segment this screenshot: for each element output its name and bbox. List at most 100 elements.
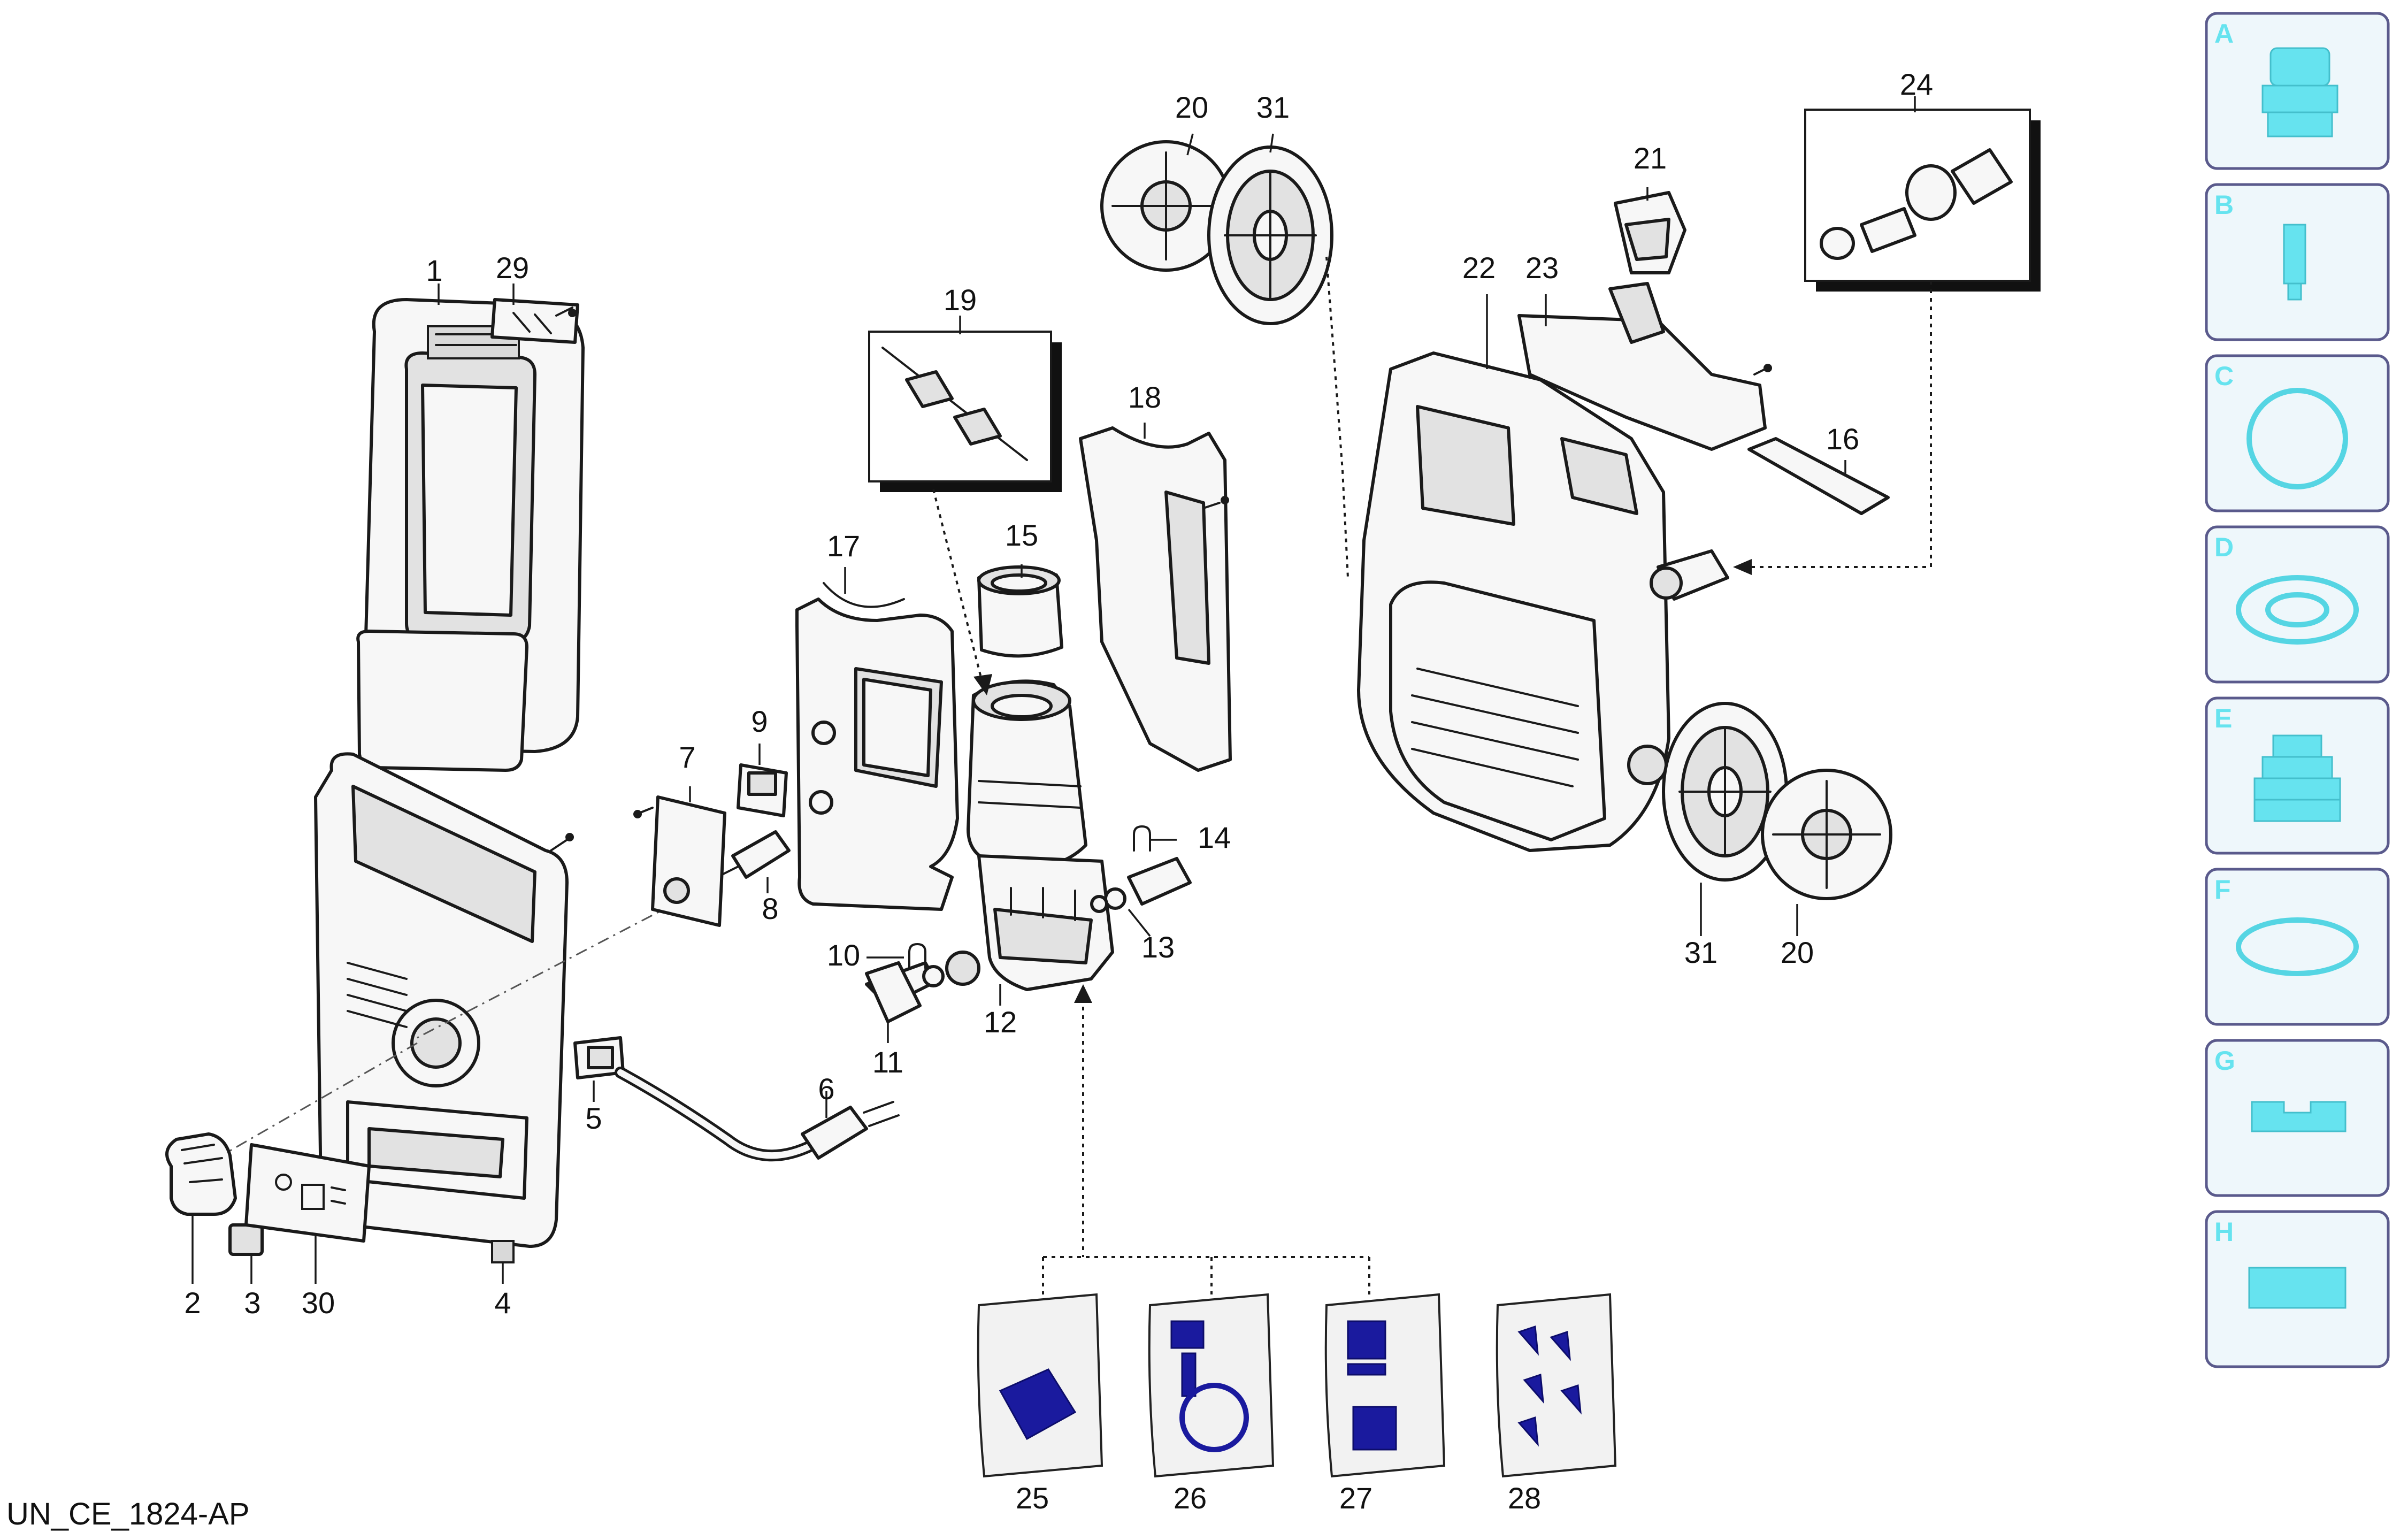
side-panel: A B C D bbox=[2205, 12, 2390, 1368]
side-card-a[interactable]: A bbox=[2205, 12, 2390, 170]
gasket-icon bbox=[2236, 917, 2359, 976]
callout-23: 23 bbox=[1525, 251, 1559, 285]
callout-7: 7 bbox=[679, 740, 695, 774]
axle-guide-line bbox=[1325, 256, 1349, 578]
handle-bracket-part[interactable] bbox=[1517, 282, 1772, 451]
motor-cap-part[interactable] bbox=[977, 565, 1063, 658]
flat-block-icon bbox=[2248, 1267, 2347, 1309]
callout-15: 15 bbox=[1005, 518, 1038, 552]
motor-housing-part[interactable] bbox=[795, 582, 959, 911]
arrow-icon bbox=[1074, 984, 1092, 1003]
handle-clip-part[interactable] bbox=[490, 298, 579, 344]
side-card-e[interactable]: E bbox=[2205, 696, 2390, 855]
brush-kit-box[interactable] bbox=[868, 331, 1062, 492]
kit-bag-27[interactable] bbox=[1324, 1293, 1446, 1478]
strip-part[interactable] bbox=[1747, 437, 1890, 515]
wheel-top-part[interactable] bbox=[1207, 145, 1333, 325]
callout-14: 14 bbox=[1198, 821, 1231, 854]
callout-31-top: 31 bbox=[1256, 90, 1290, 124]
callout-19: 19 bbox=[944, 283, 977, 317]
side-card-letter: F bbox=[2214, 875, 2231, 905]
main-chassis-part[interactable] bbox=[1357, 351, 1670, 852]
motor-cover-part[interactable] bbox=[1079, 426, 1232, 772]
outlet-connector-part[interactable] bbox=[1090, 857, 1192, 913]
callout-leaders bbox=[191, 96, 1916, 1284]
side-card-letter: H bbox=[2214, 1217, 2234, 1247]
side-card-letter: D bbox=[2214, 532, 2234, 562]
side-card-letter: E bbox=[2214, 703, 2232, 733]
slotted-block-icon bbox=[2251, 1101, 2347, 1132]
callout-20-top: 20 bbox=[1175, 90, 1208, 124]
inlet-clip-part[interactable] bbox=[908, 943, 926, 969]
side-card-f[interactable]: F bbox=[2205, 868, 2390, 1026]
callout-20-bottom: 20 bbox=[1781, 936, 1814, 969]
side-card-c[interactable]: C bbox=[2205, 354, 2390, 512]
power-cable-part[interactable] bbox=[615, 1067, 900, 1162]
control-plate-part[interactable] bbox=[244, 1143, 371, 1243]
side-card-letter: A bbox=[2214, 19, 2234, 49]
callout-21: 21 bbox=[1634, 141, 1667, 175]
seal-ring-icon bbox=[2236, 575, 2359, 645]
wheel-cap-top-part[interactable] bbox=[1100, 140, 1232, 272]
rocker-switch-part[interactable] bbox=[737, 763, 788, 817]
callout-1: 1 bbox=[426, 254, 442, 287]
inlet-fitting-part[interactable] bbox=[1650, 549, 1729, 601]
retaining-clip-part[interactable] bbox=[1133, 825, 1151, 852]
kit-bag-26[interactable] bbox=[1148, 1293, 1275, 1478]
inlet-connector-part[interactable] bbox=[865, 951, 980, 1023]
callout-4: 4 bbox=[494, 1286, 511, 1320]
alignment-line bbox=[203, 1042, 418, 1167]
callout-25: 25 bbox=[1016, 1481, 1049, 1515]
side-card-h[interactable]: H bbox=[2205, 1210, 2390, 1368]
hook-part[interactable] bbox=[1614, 191, 1686, 274]
callout-6: 6 bbox=[818, 1072, 834, 1106]
o-ring-icon bbox=[2246, 388, 2348, 489]
arrow-icon bbox=[1733, 559, 1752, 575]
callout-26: 26 bbox=[1174, 1481, 1207, 1515]
side-card-d[interactable]: D bbox=[2205, 525, 2390, 684]
bellows-icon bbox=[2253, 734, 2341, 822]
callout-12: 12 bbox=[984, 1005, 1017, 1039]
switch-part[interactable] bbox=[228, 1223, 264, 1256]
callout-10: 10 bbox=[827, 938, 860, 972]
side-card-b[interactable]: B bbox=[2205, 183, 2390, 341]
callout-8: 8 bbox=[762, 892, 778, 925]
brush-guide-line bbox=[932, 489, 985, 691]
side-card-letter: C bbox=[2214, 361, 2234, 391]
kit-guide-line bbox=[1738, 281, 1932, 568]
callout-16: 16 bbox=[1826, 422, 1859, 456]
side-card-letter: G bbox=[2214, 1046, 2235, 1076]
arrow-icon bbox=[973, 674, 992, 695]
circuit-board-part[interactable] bbox=[633, 795, 726, 927]
capacitor-part[interactable] bbox=[721, 830, 791, 879]
side-card-letter: B bbox=[2214, 190, 2234, 220]
callout-31-bottom: 31 bbox=[1684, 936, 1717, 969]
nozzle-icon bbox=[2261, 47, 2338, 137]
callout-17: 17 bbox=[827, 529, 860, 563]
callout-29: 29 bbox=[496, 251, 529, 285]
kit-bag-28[interactable] bbox=[1496, 1293, 1617, 1478]
motor-pump-assembly-part[interactable] bbox=[967, 679, 1114, 991]
lance-tip-icon bbox=[2283, 224, 2306, 301]
wheel-bottom-part[interactable] bbox=[1662, 702, 1788, 882]
callout-2: 2 bbox=[184, 1286, 201, 1320]
callout-11: 11 bbox=[872, 1045, 903, 1079]
callout-30: 30 bbox=[302, 1286, 335, 1320]
wheel-cap-bottom-part[interactable] bbox=[1761, 769, 1892, 900]
callout-3: 3 bbox=[244, 1286, 260, 1320]
diagram-code: UN_CE_1824-AP bbox=[6, 1497, 250, 1531]
callout-28: 28 bbox=[1508, 1481, 1541, 1515]
kit-guide-line bbox=[1042, 1257, 1370, 1294]
knob-part[interactable] bbox=[165, 1132, 237, 1216]
front-cover-part[interactable] bbox=[356, 298, 585, 772]
kit-bag-25[interactable] bbox=[977, 1293, 1103, 1478]
front-housing-part[interactable] bbox=[314, 752, 574, 1263]
callout-5: 5 bbox=[585, 1101, 602, 1135]
callout-22: 22 bbox=[1462, 251, 1496, 285]
callout-18: 18 bbox=[1128, 380, 1161, 414]
side-card-g[interactable]: G bbox=[2205, 1039, 2390, 1197]
nozzle-kit-box[interactable] bbox=[1804, 109, 2041, 292]
callout-27: 27 bbox=[1339, 1481, 1372, 1515]
callout-9: 9 bbox=[751, 704, 768, 738]
